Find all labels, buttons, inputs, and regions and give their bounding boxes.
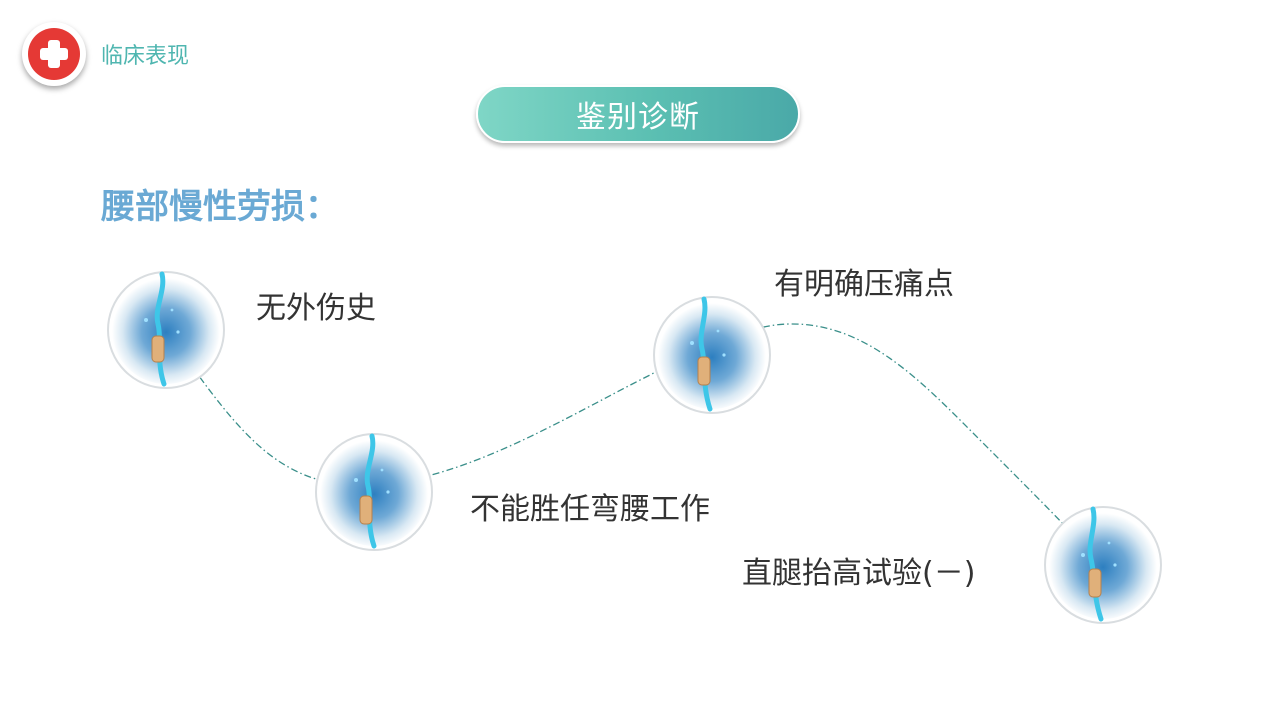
point-label: 有明确压痛点	[774, 267, 954, 302]
medical-cross-icon	[22, 22, 86, 86]
title-pill-text: 鉴别诊断	[576, 100, 700, 135]
point-label: 无外伤史	[256, 291, 376, 326]
topic-heading: 腰部慢性劳损：	[101, 187, 339, 227]
section-title: 临床表现	[101, 44, 190, 69]
spine-icon	[106, 270, 226, 390]
point-label: 直腿抬高试验(－)	[742, 556, 976, 591]
spine-icon	[314, 432, 434, 552]
point-label: 不能胜任弯腰工作	[470, 492, 710, 527]
spine-icon	[1043, 505, 1163, 625]
spine-icon	[652, 295, 772, 415]
title-pill: 鉴别诊断	[476, 85, 800, 143]
